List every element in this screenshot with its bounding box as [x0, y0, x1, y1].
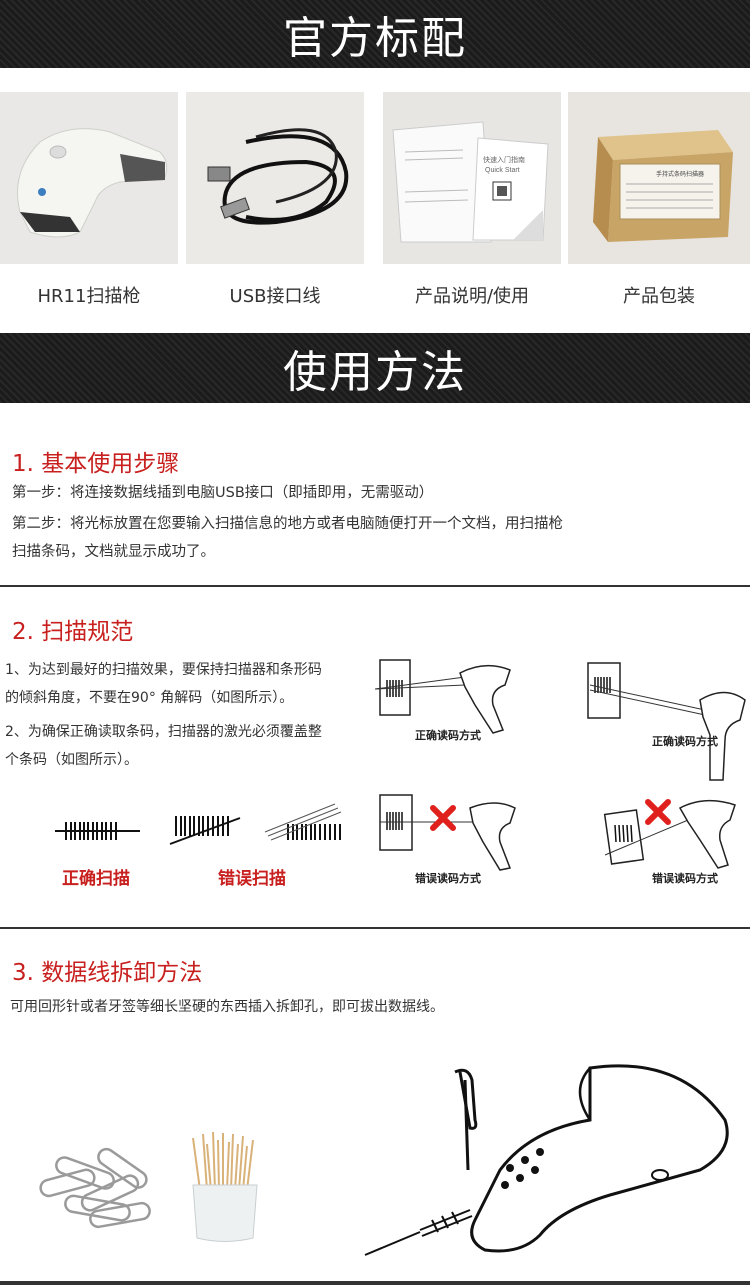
step2-text-line1: 第二步：将光标放置在您要输入扫描信息的地方或者电脑随便打开一个文档，用扫描枪	[12, 516, 563, 532]
box-photo: 手持式条码扫描器	[568, 92, 750, 264]
correct-method-caption-1: 正确读码方式	[415, 729, 481, 742]
wrong-scan-label: 错误扫描	[218, 869, 286, 889]
step2-text-line2: 扫描条码，文档就显示成功了。	[12, 544, 215, 560]
bottom-divider	[0, 1281, 750, 1285]
usage-banner: 使用方法	[0, 333, 750, 403]
rule2-line2: 个条码（如图所示）。	[5, 752, 138, 768]
cable-photo	[186, 92, 364, 264]
step1-text: 第一步：将连接数据线插到电脑USB接口（即插即用，无需驱动）	[12, 485, 434, 501]
product-box: 手持式条码扫描器 产品包装	[568, 92, 750, 307]
correct-reading-diagram-2	[587, 662, 746, 781]
cable-removal-illustration	[364, 1064, 729, 1256]
svg-text:手持式条码扫描器: 手持式条码扫描器	[656, 170, 704, 178]
svg-text:快速入门指南: 快速入门指南	[483, 155, 525, 164]
product-scanner: HR11扫描枪	[0, 92, 178, 307]
banner-title: 官方标配	[283, 13, 467, 64]
product-label: HR11扫描枪	[37, 286, 141, 307]
banner-title: 使用方法	[283, 347, 467, 398]
standard-config-banner: 官方标配	[0, 0, 750, 68]
wrong-method-caption-2: 错误读码方式	[652, 872, 718, 885]
divider	[0, 927, 750, 929]
manual-photo: 快速入门指南 Quick Start	[383, 92, 561, 264]
product-label: 产品包装	[623, 286, 695, 307]
toothpicks-image	[192, 1131, 258, 1242]
correct-scan-label: 正确扫描	[62, 869, 130, 889]
rule1-line1: 1、为达到最好的扫描效果，要保持扫描器和条形码	[5, 662, 322, 678]
section3-title: 3. 数据线拆卸方法	[12, 960, 203, 986]
error-x-icon	[430, 805, 456, 831]
product-cable: USB接口线	[186, 92, 364, 307]
wrong-reading-diagram-2	[603, 799, 736, 869]
wrong-reading-diagram-1	[379, 794, 516, 871]
divider	[0, 585, 750, 587]
wrong-method-caption-1: 错误读码方式	[415, 872, 481, 885]
svg-text:Quick Start: Quick Start	[485, 167, 520, 174]
scanner-photo	[0, 92, 178, 264]
correct-reading-diagram-1	[375, 659, 511, 734]
barcode-samples	[55, 803, 342, 845]
section2-title: 2. 扫描规范	[12, 619, 134, 645]
product-manual: 快速入门指南 Quick Start 产品说明/使用	[383, 92, 561, 307]
section3-desc: 可用回形针或者牙签等细长坚硬的东西插入拆卸孔，即可拔出数据线。	[10, 999, 444, 1015]
product-label: 产品说明/使用	[414, 286, 530, 307]
paperclips-image	[39, 1147, 151, 1229]
error-x-icon	[645, 799, 671, 825]
rule1-line2: 的倾斜角度，不要在90° 角解码（如图所示）。	[5, 690, 294, 706]
correct-method-caption-2: 正确读码方式	[652, 735, 718, 748]
section1-title: 1. 基本使用步骤	[12, 451, 180, 477]
product-label: USB接口线	[229, 286, 321, 307]
rule2-line1: 2、为确保正确读取条码，扫描器的激光必须覆盖整	[5, 724, 322, 740]
